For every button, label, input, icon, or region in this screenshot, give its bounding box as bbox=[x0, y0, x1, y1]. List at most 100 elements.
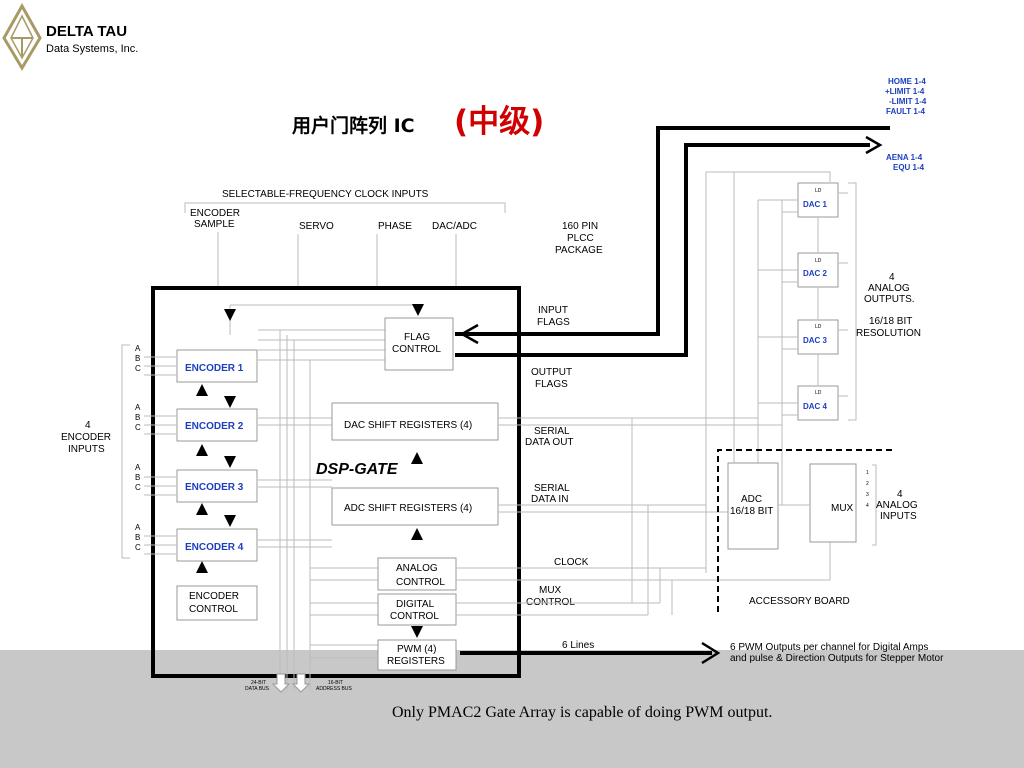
clock-inputs-header: SELECTABLE-FREQUENCY CLOCK INPUTS bbox=[222, 189, 429, 200]
data-bus-label: 24-BIT bbox=[251, 680, 266, 686]
encoder-control-label: ENCODER bbox=[189, 591, 239, 602]
mux-control-label: MUX bbox=[539, 585, 562, 596]
clock-encoder-sample: ENCODER bbox=[190, 208, 240, 219]
dac-1-label: DAC 1 bbox=[803, 200, 828, 209]
encoder-4-block bbox=[176, 528, 258, 562]
encoder-inputs-label: 4 bbox=[85, 420, 91, 431]
address-bus-label-2: ADDRESS BUS bbox=[316, 686, 353, 692]
pwm-registers-label: PWM (4) bbox=[397, 644, 436, 655]
arrow-right-icon bbox=[865, 135, 883, 155]
address-bus-arrow-icon bbox=[291, 673, 311, 693]
mux-label: MUX bbox=[831, 503, 854, 514]
arrow-up-icon bbox=[196, 384, 208, 396]
analog-inputs-label: 4 bbox=[897, 489, 903, 500]
output-flags-label: OUTPUT bbox=[531, 367, 572, 378]
accessory-board-label: ACCESSORY BOARD bbox=[749, 596, 850, 607]
aena-group-line-1: AENA 1-4 bbox=[886, 153, 923, 162]
aena-group-line-2: EQU 1-4 bbox=[893, 163, 925, 172]
home-group-line-4: FAULT 1-4 bbox=[886, 107, 926, 116]
dac-ld: LD bbox=[815, 188, 822, 194]
abc-b: B bbox=[135, 354, 140, 363]
encoder-2-label: ENCODER 2 bbox=[185, 421, 244, 432]
output-flags-label-2: FLAGS bbox=[535, 379, 568, 390]
encoder-1-block bbox=[176, 349, 258, 383]
dac-section: LD DAC 1 LD DAC 2 LD DAC 3 LD DAC 4 bbox=[705, 171, 857, 573]
abc-a: A bbox=[135, 403, 141, 412]
clock-label: CLOCK bbox=[554, 557, 589, 568]
arrow-down-icon bbox=[224, 515, 236, 527]
accessory-board: ADC 16/18 BIT MUX 1 2 3 4 ACCESSORY BOAR… bbox=[717, 449, 892, 612]
home-group-line-3: -LIMIT 1-4 bbox=[889, 97, 927, 106]
data-bus-arrow-icon bbox=[271, 673, 291, 693]
mux-block bbox=[809, 463, 857, 543]
six-lines-label: 6 Lines bbox=[562, 640, 594, 651]
abc-c: C bbox=[135, 423, 141, 432]
analog-control-block bbox=[377, 557, 457, 591]
mux-pin-4: 4 bbox=[866, 503, 869, 509]
mux-pin-1: 1 bbox=[866, 470, 869, 476]
pwm-registers-block bbox=[377, 639, 457, 671]
serial-out-label: SERIAL bbox=[534, 426, 570, 437]
analog-outputs-label-5: RESOLUTION bbox=[856, 328, 921, 339]
flag-connections bbox=[455, 126, 890, 665]
digital-control-label: DIGITAL bbox=[396, 599, 435, 610]
clock-phase: PHASE bbox=[378, 221, 412, 232]
encoder-4-group: ENCODER 4 A B C bbox=[135, 523, 258, 562]
logo-company: DELTA TAU bbox=[46, 23, 127, 40]
home-group-line-2: +LIMIT 1-4 bbox=[885, 87, 925, 96]
dac-4-label: DAC 4 bbox=[803, 402, 828, 411]
package-line-3: PACKAGE bbox=[555, 245, 603, 256]
analog-control-label-2: CONTROL bbox=[396, 577, 445, 588]
encoder-2-block bbox=[176, 408, 258, 442]
analog-outputs-label-2: ANALOG bbox=[868, 283, 910, 294]
dac-3-label: DAC 3 bbox=[803, 336, 828, 345]
clock-encoder-sample-2: SAMPLE bbox=[194, 219, 235, 230]
pwm-registers-label-2: REGISTERS bbox=[387, 656, 445, 667]
internal-arrows bbox=[196, 304, 424, 638]
abc-c: C bbox=[135, 543, 141, 552]
encoder-4-label: ENCODER 4 bbox=[185, 542, 244, 553]
serial-bus-lines bbox=[456, 417, 831, 616]
arrow-down-icon bbox=[224, 309, 236, 321]
pwm-outputs-line-2: and pulse & Direction Outputs for Steppe… bbox=[730, 653, 944, 664]
arrow-up-icon bbox=[196, 561, 208, 573]
analog-inputs-label-2: ANALOG bbox=[876, 500, 918, 511]
digital-control-label-2: CONTROL bbox=[390, 611, 439, 622]
mux-pin-2: 2 bbox=[866, 481, 869, 487]
analog-outputs-label-4: 16/18 BIT bbox=[869, 316, 912, 327]
serial-in-label: SERIAL bbox=[534, 483, 570, 494]
abc-c: C bbox=[135, 364, 141, 373]
arrow-left-icon bbox=[459, 323, 479, 345]
adc-block bbox=[727, 462, 779, 550]
flag-control-block bbox=[384, 317, 454, 371]
encoder-inputs-label-2: ENCODER bbox=[61, 432, 111, 443]
logo-subtitle: Data Systems, Inc. bbox=[46, 43, 138, 55]
analog-outputs-label: 4 bbox=[889, 272, 895, 283]
page-title: 用户门阵列 IC bbox=[292, 114, 415, 137]
package-line-2: PLCC bbox=[567, 233, 594, 244]
adc-shift-block bbox=[331, 487, 499, 526]
bus-arrows bbox=[271, 673, 311, 693]
abc-b: B bbox=[135, 473, 140, 482]
encoder-2-group: ENCODER 2 A B C bbox=[135, 403, 258, 442]
analog-inputs-label-3: INPUTS bbox=[880, 511, 917, 522]
digital-control-block bbox=[377, 593, 457, 626]
mux-pin-3: 3 bbox=[866, 492, 869, 498]
analog-control-label: ANALOG bbox=[396, 563, 438, 574]
encoder-control-block bbox=[176, 585, 258, 621]
internal-routing bbox=[229, 304, 416, 690]
abc-b: B bbox=[135, 413, 140, 422]
encoder-1-label: ENCODER 1 bbox=[185, 363, 244, 374]
arrow-down-icon bbox=[224, 456, 236, 468]
arrow-up-icon bbox=[411, 528, 423, 540]
abc-a: A bbox=[135, 344, 141, 353]
arrow-down-icon bbox=[412, 304, 424, 316]
flag-control-label: FLAG bbox=[404, 332, 430, 343]
footer-note: Only PMAC2 Gate Array is capable of doin… bbox=[392, 704, 772, 721]
arrow-up-icon bbox=[411, 452, 423, 464]
adc-label-2: 16/18 BIT bbox=[730, 506, 773, 517]
chip-name: DSP-GATE bbox=[316, 461, 399, 478]
clock-dac-adc: DAC/ADC bbox=[432, 221, 477, 232]
dac-2-label: DAC 2 bbox=[803, 269, 828, 278]
